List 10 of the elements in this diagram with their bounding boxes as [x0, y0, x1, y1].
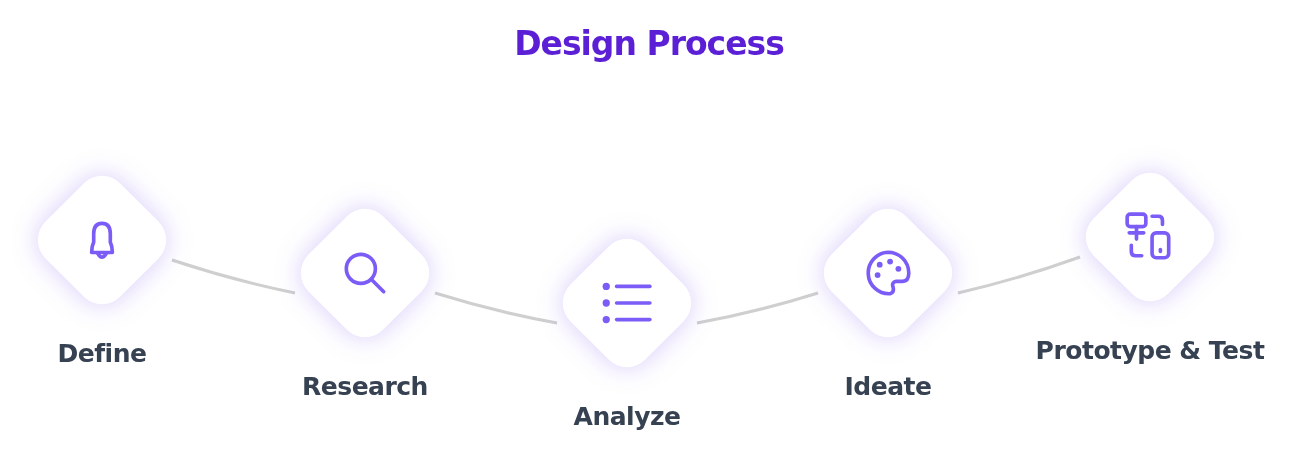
- step-label: Define: [57, 339, 147, 368]
- step-label: Prototype & Test: [1035, 336, 1265, 365]
- step-label: Analyze: [573, 402, 681, 431]
- connector-line: [696, 291, 819, 325]
- step-label: Research: [302, 372, 428, 401]
- connector-line: [957, 255, 1081, 295]
- step-label: Ideate: [844, 372, 932, 401]
- connector-line: [171, 258, 296, 295]
- diagram-title: Design Process: [514, 24, 784, 63]
- connector-line: [434, 291, 558, 325]
